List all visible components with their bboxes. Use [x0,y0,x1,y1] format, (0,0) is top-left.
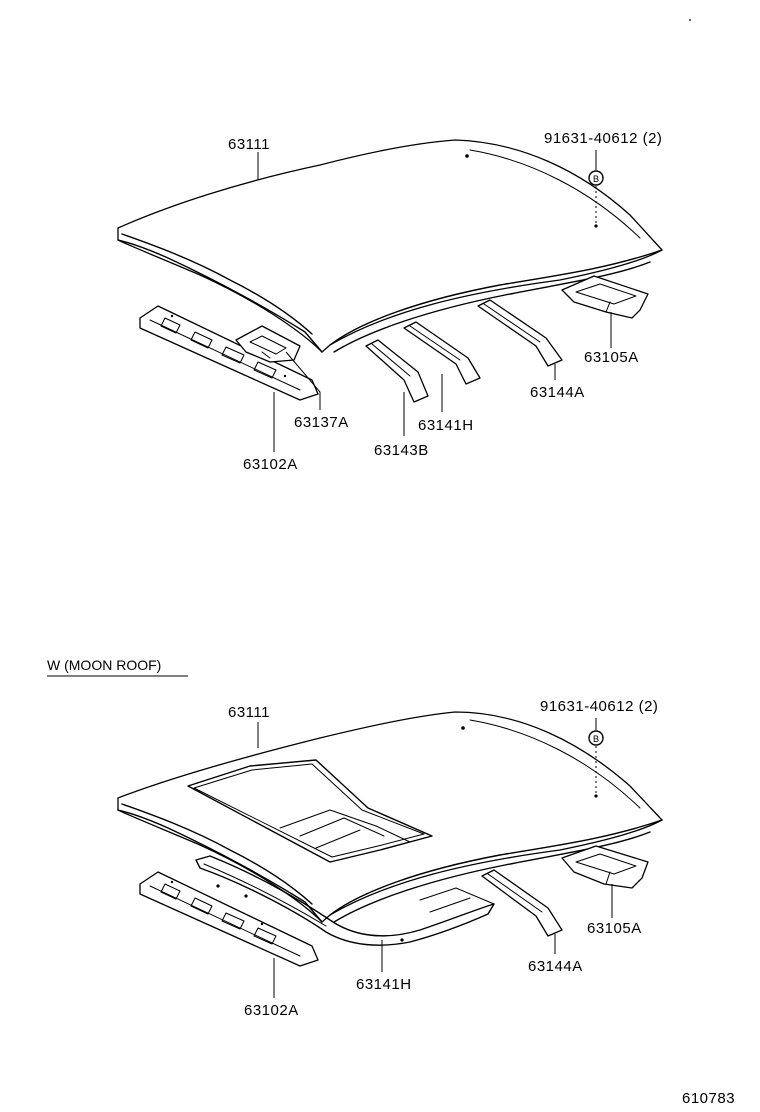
label-front-bracket-top: 63137A [294,414,349,431]
label-roof-panel-moon-roof: 63111 [228,704,270,721]
rear-reinforcement-moon-roof [561,845,649,889]
label-bow-4-moon-roof: 63144A [528,958,583,975]
roof-panel-moon-roof [117,711,663,923]
label-bow-4-top: 63144A [530,384,585,401]
roof-bow-63143b-top [365,339,429,403]
figure-number: 610783 [682,1090,735,1107]
moon-roof-assembly: W (MOON ROOF) [47,657,663,1019]
label-clip-top: 91631-40612 (2) [544,130,662,147]
label-bow-3-top: 63143B [374,442,429,459]
rear-reinforcement-top [561,275,649,319]
clip-marker-top: B [593,174,599,184]
roof-bow-63141h-top [403,321,481,385]
front-header-top [139,305,319,401]
roof-bow-63144a-top [477,299,563,367]
front-header-moon-roof [139,871,319,967]
label-rear-reinforcement-moon-roof: 63105A [587,920,642,937]
roof-bow-63144a-moon-roof [481,869,563,937]
front-bracket-top [235,325,301,363]
top-assembly: B 63111 91631-40612 (2) 63105A 63137A 63… [117,130,663,473]
label-roof-panel-top: 63111 [228,136,270,153]
roof-panel-top [117,139,663,353]
moon-roof-frame [195,855,495,946]
label-front-header-top: 63102A [243,456,298,473]
label-moon-roof-frame: 63141H [356,976,412,993]
label-bow-2-top: 63141H [418,417,474,434]
label-rear-reinforcement-top: 63105A [584,349,639,366]
clip-marker-moon-roof: B [593,734,599,744]
label-front-header-moon-roof: 63102A [244,1002,299,1019]
label-clip-moon-roof: 91631-40612 (2) [540,698,658,715]
section-title-moon-roof: W (MOON ROOF) [47,657,161,673]
